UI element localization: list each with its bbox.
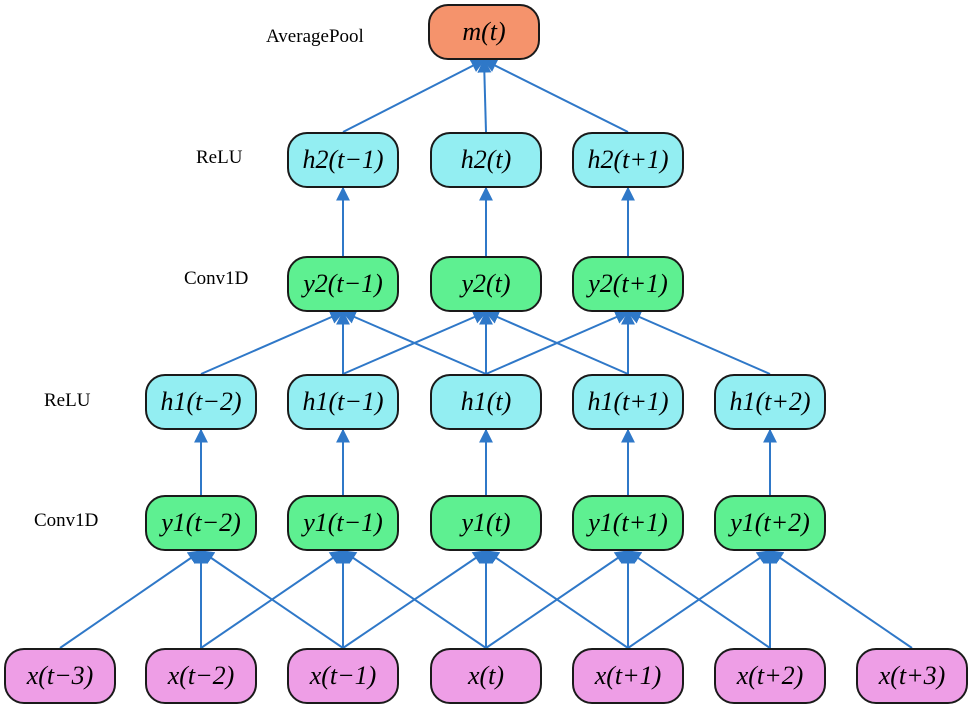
node-label: x(t−2) bbox=[167, 661, 235, 690]
node-h1-2: h1(t) bbox=[430, 374, 542, 430]
edge-x4-y14 bbox=[627, 550, 772, 649]
node-y1-0: y1(t−2) bbox=[145, 495, 257, 551]
node-x-1: x(t−2) bbox=[145, 648, 257, 704]
node-y1-4: y1(t+2) bbox=[714, 495, 826, 551]
node-x-4: x(t+1) bbox=[572, 648, 684, 704]
node-label: h1(t+1) bbox=[587, 387, 669, 416]
node-label: h2(t+1) bbox=[587, 145, 669, 174]
label-relu-2: ReLU bbox=[196, 147, 243, 168]
node-label: y2(t+1) bbox=[588, 269, 668, 298]
edge-x3-y13 bbox=[485, 550, 630, 649]
node-y1-2: y1(t) bbox=[430, 495, 542, 551]
node-x-3: x(t) bbox=[430, 648, 542, 704]
node-label: x(t+3) bbox=[878, 661, 946, 690]
node-label: h1(t+2) bbox=[729, 387, 811, 416]
node-label: y1(t+2) bbox=[730, 508, 810, 537]
label-conv1d-1: Conv1D bbox=[34, 510, 99, 531]
label-relu-1: ReLU bbox=[44, 390, 91, 411]
node-h1-4: h1(t+2) bbox=[714, 374, 826, 430]
node-h2-0: h2(t−1) bbox=[287, 132, 399, 188]
node-label: h2(t−1) bbox=[302, 145, 384, 174]
node-h1-3: h1(t+1) bbox=[572, 374, 684, 430]
node-y2-1: y2(t) bbox=[430, 256, 542, 312]
edge-x0-y10 bbox=[59, 550, 203, 649]
node-label: y1(t+1) bbox=[588, 508, 668, 537]
node-label: h1(t−2) bbox=[160, 387, 242, 416]
node-x-5: x(t+2) bbox=[714, 648, 826, 704]
node-y2-0: y2(t−1) bbox=[287, 256, 399, 312]
node-m-0: m(t) bbox=[428, 4, 540, 60]
node-label: y2(t−1) bbox=[303, 269, 383, 298]
node-x-2: x(t−1) bbox=[287, 648, 399, 704]
node-x-0: x(t−3) bbox=[4, 648, 116, 704]
node-h2-1: h2(t) bbox=[430, 132, 542, 188]
edge-h12-y22 bbox=[485, 310, 630, 375]
node-x-6: x(t+3) bbox=[856, 648, 968, 704]
label-conv1d-2: Conv1D bbox=[184, 268, 249, 289]
node-label: x(t−3) bbox=[26, 661, 94, 690]
label-averagepool: AveragePool bbox=[266, 26, 364, 47]
node-h2-2: h2(t+1) bbox=[572, 132, 684, 188]
node-label: x(t+1) bbox=[594, 661, 662, 690]
node-label: x(t−1) bbox=[309, 661, 377, 690]
edge-x6-y14 bbox=[768, 550, 913, 649]
edge-h20-m bbox=[342, 59, 486, 133]
edge-h11-y21 bbox=[342, 310, 488, 375]
edge-h14-y22 bbox=[626, 310, 771, 375]
node-y2-2: y2(t+1) bbox=[572, 256, 684, 312]
node-y1-3: y1(t+1) bbox=[572, 495, 684, 551]
node-y1-1: y1(t−1) bbox=[287, 495, 399, 551]
edge-h21-m bbox=[477, 58, 492, 133]
node-label: h2(t) bbox=[460, 145, 512, 174]
node-label: h1(t−1) bbox=[302, 387, 384, 416]
edge-h22-m bbox=[482, 59, 629, 133]
node-label: y1(t) bbox=[461, 508, 511, 537]
node-label: x(t+2) bbox=[736, 661, 804, 690]
node-label: y1(t−1) bbox=[303, 508, 383, 537]
node-h1-0: h1(t−2) bbox=[145, 374, 257, 430]
edge-x2-y12 bbox=[342, 550, 488, 649]
edge-x1-y11 bbox=[200, 550, 345, 649]
edge-h10-y20 bbox=[200, 310, 345, 375]
node-label: m(t) bbox=[462, 17, 506, 46]
node-label: y2(t) bbox=[461, 269, 511, 298]
node-h1-1: h1(t−1) bbox=[287, 374, 399, 430]
node-label: x(t) bbox=[467, 661, 505, 690]
node-label: h1(t) bbox=[460, 387, 512, 416]
node-label: y1(t−2) bbox=[161, 508, 241, 537]
